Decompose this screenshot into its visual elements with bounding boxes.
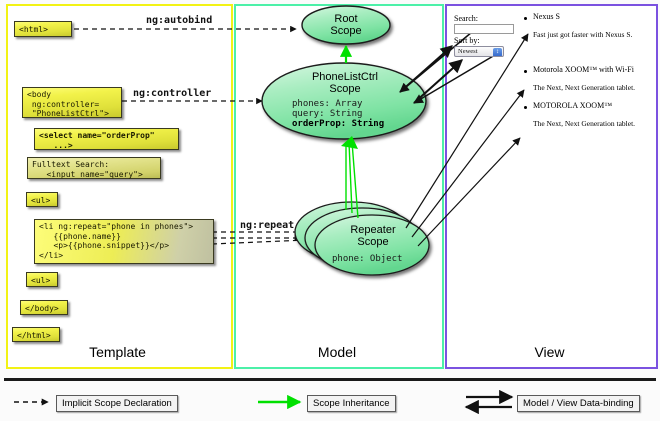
phonelistctrl-scope-title: PhoneListCtrl Scope (311, 71, 379, 95)
legend-scope-inheritance: Scope Inheritance (307, 395, 396, 412)
legend-model-view-databinding: Model / View Data-binding (517, 395, 640, 412)
panel-label-model: Model (317, 344, 357, 360)
chevron-updown-icon[interactable]: ↕ (493, 48, 502, 56)
phone-name: MOTOROLA XOOM™ (533, 101, 613, 110)
legend-implicit-scope-declaration: Implicit Scope Declaration (56, 395, 178, 412)
template-box-html-close[interactable]: </html> (12, 327, 60, 342)
caption-ng-controller: ng:controller (133, 88, 212, 99)
phone-name: Nexus S (533, 12, 560, 21)
panel-label-template: Template (89, 344, 146, 360)
phone-snippet: The Next, Next Generation tablet. (533, 119, 636, 128)
template-box-li-ngrepeat[interactable]: <li ng:repeat="phone in phones"> {{phone… (34, 219, 214, 264)
search-label: Search: (454, 14, 478, 23)
phone-snippet: Fast just got faster with Nexus S. (533, 30, 633, 39)
sort-by-selected-value: Newest (458, 48, 478, 55)
list-bullet (524, 17, 527, 20)
list-bullet (524, 70, 527, 73)
sort-by-select[interactable]: Newest ↕ (454, 46, 504, 57)
template-box-body-close[interactable]: </body> (20, 300, 68, 315)
template-box-html-open[interactable]: <html> (14, 21, 72, 37)
phone-name: Motorola XOOM™ with Wi-Fi (533, 65, 634, 74)
caption-ng-repeat: ng:repeat (240, 220, 295, 231)
phonelistctrl-scope-prop-query: query: String (292, 109, 363, 119)
panel-view (445, 4, 658, 369)
template-box-body-controller[interactable]: <body ng:controller= "PhoneListCtrl"> (22, 87, 122, 118)
template-box-fulltext-search[interactable]: Fulltext Search: <input name="query"> (27, 157, 161, 179)
repeater-scope-prop-phone: phone: Object (332, 254, 403, 264)
legend: Implicit Scope Declaration Scope Inherit… (0, 378, 660, 421)
list-bullet (524, 106, 527, 109)
root-scope-title: Root Scope (330, 13, 362, 37)
legend-divider (4, 378, 656, 381)
phonelistctrl-scope-prop-orderprop: orderProp: String (292, 119, 385, 129)
phonelistctrl-scope-prop-phones: phones: Array (292, 99, 363, 109)
caption-ng-autobind: ng:autobind (146, 15, 213, 26)
template-box-select-orderprop[interactable]: <select name="orderProp" ...> (34, 128, 179, 150)
template-box-ul-open[interactable]: <ul> (26, 192, 58, 207)
search-input[interactable] (454, 24, 514, 34)
phone-snippet: The Next, Next Generation tablet. (533, 83, 636, 92)
panel-label-view: View (534, 344, 565, 360)
sort-by-label: Sort by: (454, 36, 480, 45)
template-box-ul-close[interactable]: <ul> (26, 272, 58, 287)
repeater-scope-title: Repeater Scope (350, 224, 396, 248)
